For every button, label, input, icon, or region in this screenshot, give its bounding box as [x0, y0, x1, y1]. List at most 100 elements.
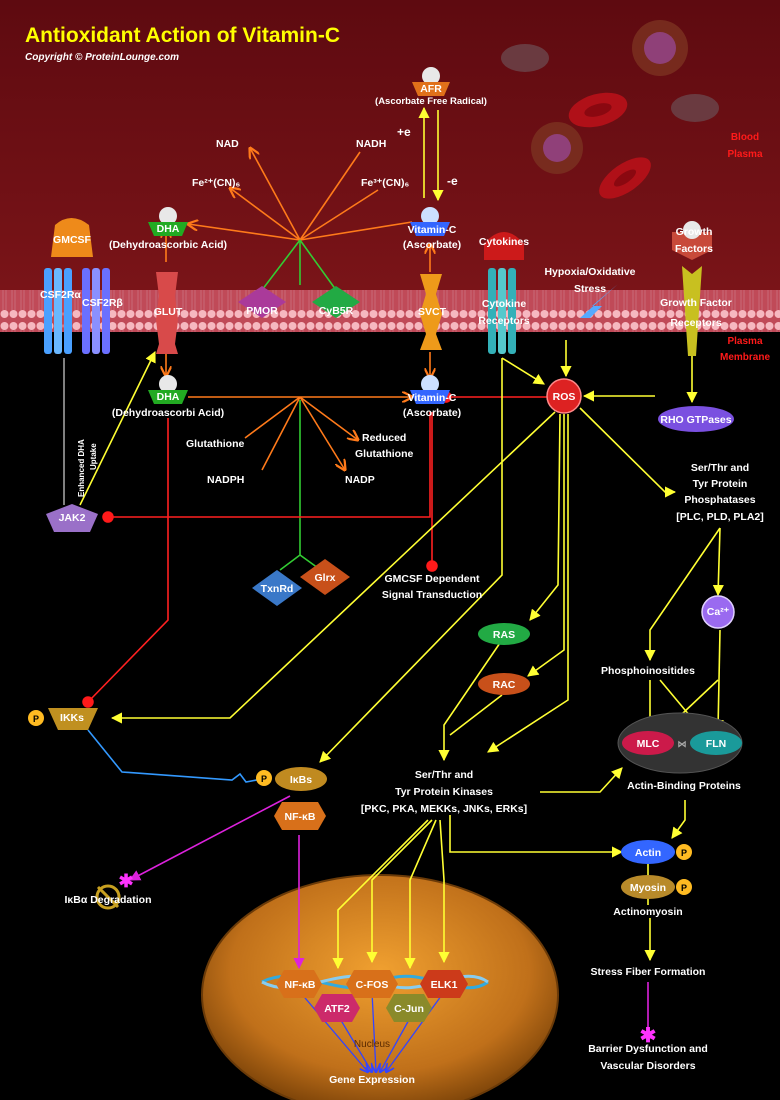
hypoxia-label-2: Stress — [574, 283, 606, 295]
edge-nadp — [299, 396, 345, 470]
afr-label: AFR — [420, 83, 442, 95]
nfkb-cyto-label: NF-κB — [285, 811, 316, 823]
nfkb-nuc-label: NF-κB — [285, 979, 316, 991]
gene-expression-label: Gene Expression — [329, 1074, 415, 1086]
ikbs-node[interactable] — [275, 767, 327, 791]
vitc-top-node[interactable] — [410, 222, 450, 236]
edge-from-fe3 — [299, 189, 379, 241]
phosphatases-label-2: Tyr Protein — [693, 478, 748, 490]
edge-kinases-cjun — [404, 819, 437, 970]
dha-top-full-label: (Dehydroascorbic Acid) — [109, 239, 227, 251]
hypoxia-label-1: Hypoxia/Oxidative — [544, 266, 635, 278]
ikba-degradation-label: IκBα Degradation — [65, 894, 152, 906]
cytokine-receptors-label-1: Cytokine — [482, 298, 527, 310]
mlc-node[interactable] — [622, 731, 674, 755]
phosphoinositides-label: Phosphoinositides — [601, 665, 695, 677]
actin-node[interactable] — [621, 840, 675, 864]
edge-kinases-actin-binding — [540, 767, 623, 793]
atf2-label: ATF2 — [324, 1003, 350, 1015]
nfkb-nuc-node[interactable] — [276, 970, 322, 998]
nadp-label: NADP — [345, 474, 375, 486]
degradation-icon — [95, 884, 121, 910]
gf-receptors-label-1: Growth Factor — [660, 297, 732, 309]
dha-top-node[interactable] — [148, 222, 188, 236]
cytokines-label: Cytokines — [479, 236, 529, 248]
gmcsf-signal-label-2: Signal Transduction — [382, 589, 482, 601]
txnrd-node[interactable] — [252, 570, 302, 606]
csf2rb-label: CSF2Rβ — [82, 297, 123, 309]
myosin-label: Myosin — [630, 882, 666, 894]
myosin-phospho-label: P — [681, 883, 687, 893]
plus-e-label: +e — [397, 125, 411, 139]
edge-glrx — [299, 554, 319, 569]
edge-cyb5r — [299, 239, 337, 291]
edge-to-dha-top — [188, 224, 301, 241]
afr-node[interactable] — [412, 82, 450, 96]
cytokine-receptor[interactable] — [488, 268, 516, 354]
svct-transporter[interactable] — [420, 274, 442, 350]
edge-phosphatases-ca — [712, 527, 724, 597]
actin-phospho-node — [676, 844, 692, 860]
glrx-node[interactable] — [300, 559, 350, 595]
cyb5r-node[interactable] — [312, 286, 360, 318]
mlc-label: MLC — [637, 738, 660, 750]
myosin-phospho-node — [676, 879, 692, 895]
reduced-glutathione-label-2: Glutathione — [355, 448, 413, 460]
growth-factors-label-1: Growth — [676, 226, 713, 238]
ikks-node[interactable] — [48, 708, 98, 730]
cfos-node[interactable] — [346, 970, 398, 998]
edge-dha-ikks — [82, 418, 169, 708]
cjun-label: C-Jun — [394, 1003, 424, 1015]
pmor-node[interactable] — [238, 286, 286, 318]
elk1-node[interactable] — [420, 970, 468, 998]
phosphatases-label-1: Ser/Thr and — [691, 462, 749, 474]
ras-label: RAS — [493, 629, 515, 641]
csf2r-receptor[interactable] — [44, 268, 110, 354]
edge-ikks-ikbs — [87, 729, 263, 783]
edge-reduced-glutathione — [299, 396, 358, 440]
fln-label: FLN — [706, 738, 726, 750]
vitc-bottom-node[interactable] — [410, 390, 450, 404]
gmcsf-label: GMCSF — [53, 234, 92, 246]
barrier-star-icon: ✱ — [640, 1025, 657, 1047]
rac-node[interactable] — [478, 673, 530, 695]
ras-node[interactable] — [478, 623, 530, 645]
atf2-node[interactable] — [314, 994, 360, 1022]
growth-factors-node[interactable] — [672, 232, 712, 260]
glut-label: GLUT — [154, 306, 183, 318]
actin-label: Actin — [635, 847, 661, 859]
edge-ros-ikks — [110, 411, 556, 724]
cjun-node[interactable] — [386, 994, 432, 1022]
phosphatases-label-3: Phosphatases — [684, 494, 755, 506]
ikks-phospho-node — [28, 710, 44, 726]
glut-transporter[interactable] — [156, 272, 178, 354]
edge-kinases-elk1 — [438, 819, 450, 964]
rho-gtpases-node[interactable] — [658, 406, 734, 432]
elk1-label: ELK1 — [431, 979, 458, 991]
edge-phosphatases-phosphoinositides — [644, 527, 721, 662]
fln-node[interactable] — [690, 731, 742, 755]
gmcsf-node[interactable] — [51, 218, 93, 257]
svct-label: SVCT — [418, 306, 447, 318]
jak2-node[interactable] — [46, 504, 98, 532]
edge-ras-kinases — [438, 639, 503, 762]
nfkb-cyto-node[interactable] — [274, 802, 326, 830]
copyright: Copyright © ProteinLounge.com — [25, 52, 179, 63]
edge-abp-actin — [671, 800, 686, 839]
growth-factor-receptor[interactable] — [682, 266, 702, 356]
edge-to-fe2 — [230, 188, 301, 241]
edge-cytokine-ros — [501, 357, 545, 385]
jak2-label: JAK2 — [59, 512, 86, 524]
dha-bottom-node[interactable] — [148, 390, 188, 404]
ros-node[interactable] — [546, 378, 582, 414]
ros-label: ROS — [553, 391, 576, 403]
reduced-glutathione-label-1: Reduced — [362, 432, 406, 444]
afr-node-head — [422, 67, 440, 85]
edge-kinases-actin — [449, 815, 624, 858]
ikbs-phospho-label: P — [261, 774, 267, 784]
actin-binding-label: Actin-Binding Proteins — [627, 780, 741, 792]
myosin-node[interactable] — [621, 875, 675, 899]
calcium-node[interactable] — [701, 595, 735, 629]
cytokines-node[interactable] — [484, 232, 524, 260]
